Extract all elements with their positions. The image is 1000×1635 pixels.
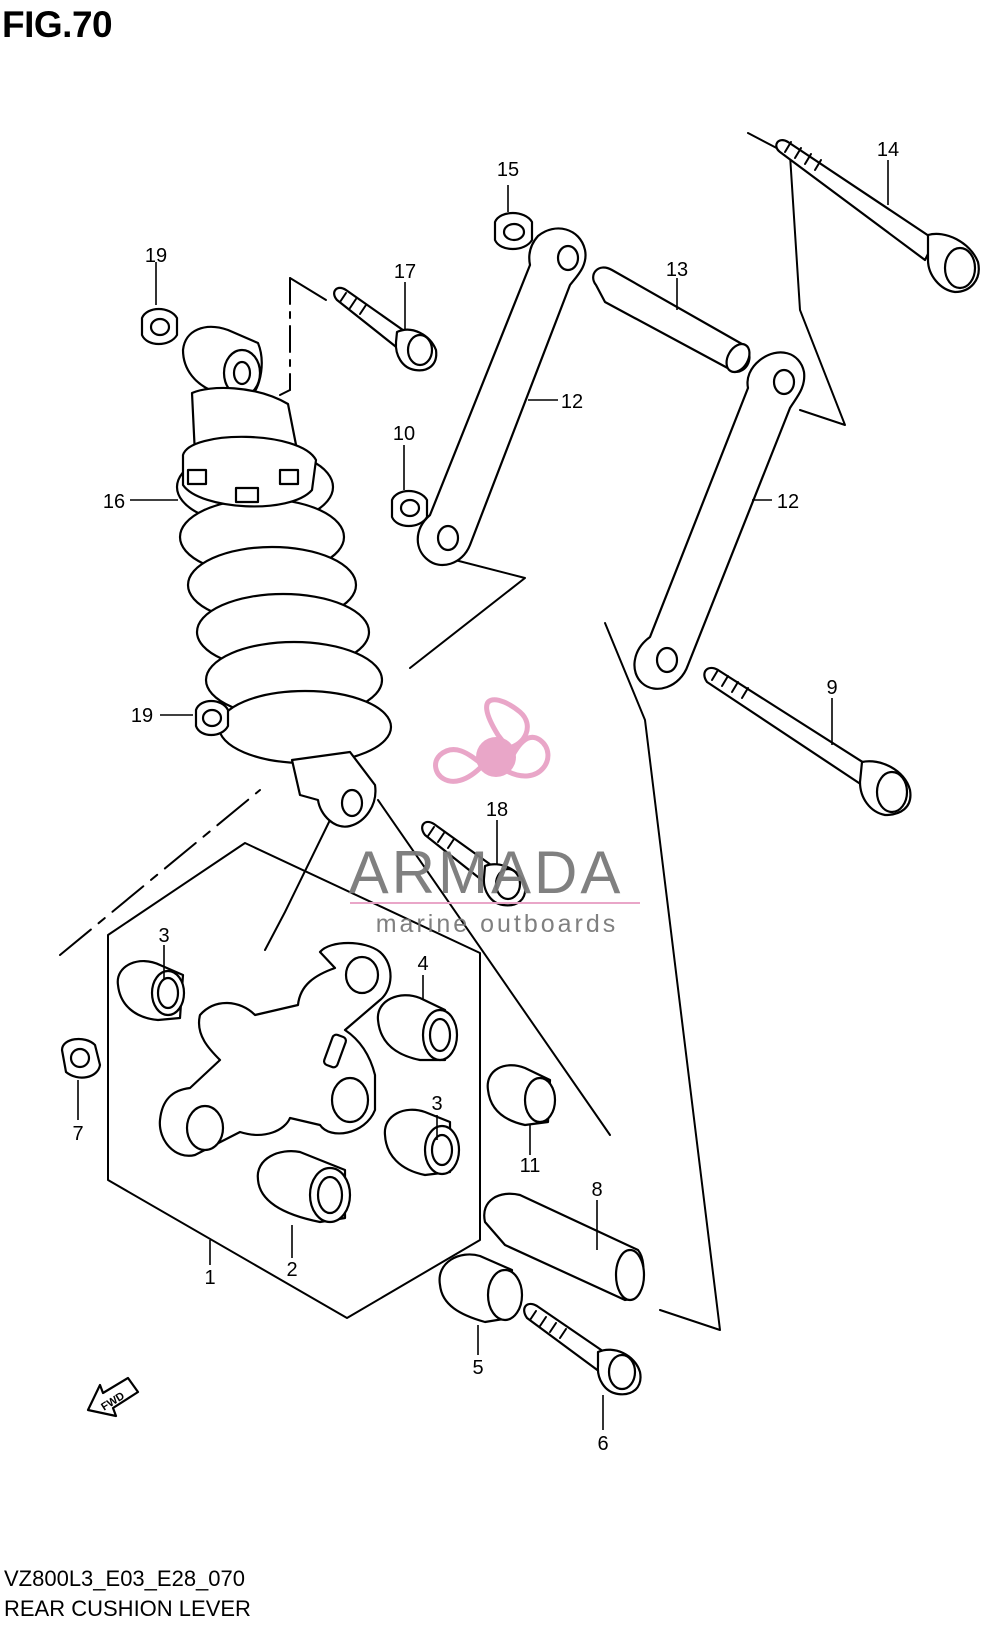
- callout-12-lower: 12: [777, 491, 799, 513]
- callout-5: 5: [472, 1357, 483, 1379]
- callout-8: 8: [591, 1179, 602, 1201]
- spacer-11: [486, 1064, 557, 1127]
- bolt-6: [523, 1302, 642, 1396]
- shock-absorber: [175, 325, 393, 828]
- cushion-lever: [158, 942, 392, 1157]
- bolt-14: [775, 139, 980, 294]
- bearing-2: [256, 1150, 352, 1224]
- watermark: ARMADA marine outboards: [349, 697, 640, 938]
- callout-6: 6: [597, 1433, 608, 1455]
- bolt-17: [333, 286, 438, 372]
- bearing-3-lower: [383, 1108, 461, 1177]
- callout-3-lower: 3: [431, 1093, 442, 1115]
- callout-12-upper: 12: [561, 391, 583, 413]
- callout-19-lower: 19: [131, 705, 153, 727]
- nut-19-upper: [140, 307, 179, 346]
- callout-7: 7: [72, 1123, 83, 1145]
- propeller-icon: [433, 697, 551, 784]
- callout-18: 18: [486, 799, 508, 821]
- callout-14: 14: [877, 139, 899, 161]
- callout-4: 4: [417, 953, 428, 975]
- figure-code: VZ800L3_E03_E28_070: [4, 1566, 245, 1591]
- spacer-13: [592, 266, 751, 374]
- nut-15: [493, 211, 534, 251]
- callout-2: 2: [286, 1259, 297, 1281]
- callout-13: 13: [666, 259, 688, 281]
- nut-10: [390, 489, 429, 528]
- watermark-brand: ARMADA: [349, 839, 624, 906]
- callout-1: 1: [204, 1267, 215, 1289]
- callout-19-upper: 19: [145, 245, 167, 267]
- leader-lines: [77, 160, 889, 1430]
- spacer-8: [483, 1192, 646, 1302]
- bearing-4: [376, 994, 459, 1062]
- callout-11: 11: [520, 1155, 541, 1177]
- arrow-icon: [86, 1376, 140, 1418]
- callout-labels: 14 15 19 17 13 12 10 16 12 9 19 18 3 4 7…: [72, 139, 899, 1455]
- callout-3-upper: 3: [158, 925, 169, 947]
- bolt-18: [421, 820, 527, 907]
- callout-10: 10: [393, 423, 415, 445]
- bearing-3-upper: [116, 960, 186, 1022]
- watermark-tagline: marine outboards: [376, 910, 619, 938]
- figure-title: FIG.70: [2, 4, 113, 45]
- callout-9: 9: [826, 677, 837, 699]
- spacer-5: [438, 1253, 524, 1324]
- link-rod-upper: [416, 227, 587, 567]
- link-rod-lower: [633, 351, 806, 690]
- callout-15: 15: [497, 159, 519, 181]
- fwd-direction-badge: FWD: [86, 1376, 140, 1418]
- figure-subtitle: REAR CUSHION LEVER: [4, 1596, 251, 1621]
- callout-17: 17: [394, 261, 416, 283]
- nut-19-lower: [194, 699, 230, 737]
- nut-7: [60, 1037, 102, 1079]
- callout-16: 16: [103, 491, 125, 513]
- bolt-9: [703, 666, 912, 817]
